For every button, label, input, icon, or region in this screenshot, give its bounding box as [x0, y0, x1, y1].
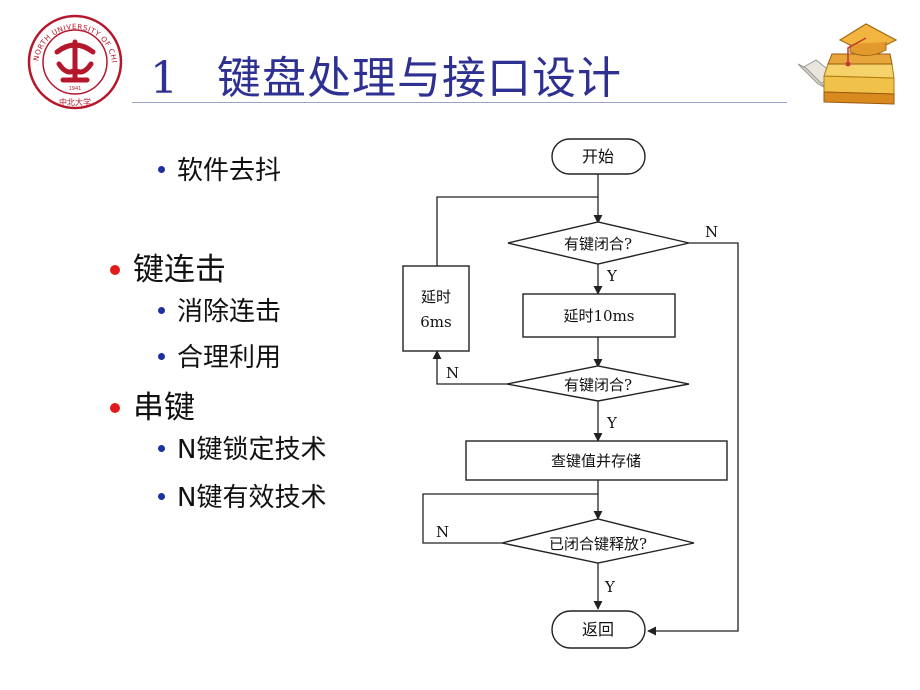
logo-bottom-text: 中北大学 [59, 97, 91, 107]
delay-10ms-label: 延时10ms [563, 307, 634, 325]
decision-key-pressed-1 [507, 221, 690, 265]
lookup-label: 查键值并存储 [551, 452, 641, 470]
keyboard-debounce-flowchart: 开始 有键闭合? 延时10ms 有键闭合? 查键值并存储 已闭合键释放? 返回 … [402, 138, 739, 649]
no-label-3: N [436, 523, 449, 541]
start-label: 开始 [582, 147, 614, 166]
yes-label-3: Y [604, 578, 616, 596]
bullet-dot [158, 353, 165, 360]
bullet-key-rollover: 串键 [110, 382, 195, 427]
delay-10ms-box [522, 293, 676, 338]
lookup-store-box [465, 440, 728, 481]
delay-6ms-line1: 延时 [421, 288, 451, 306]
yes-label-2: Y [606, 414, 618, 432]
bullet-n-key-rollover: N键有效技术 [158, 477, 326, 514]
bullet-dot [158, 307, 165, 314]
decision2-label: 有键闭合? [564, 376, 632, 394]
yes-label-1: Y [606, 267, 618, 285]
university-logo: NORTH UNIVERSITY OF CHINA 1941 中北大学 [27, 14, 123, 110]
no-label-2: N [446, 364, 459, 382]
slide-title: 1 键盘处理与接口设计 [150, 42, 622, 106]
bullet-dot [158, 493, 165, 500]
bullet-software-debounce: 软件去抖 [158, 150, 281, 187]
decision-key-pressed-2 [506, 365, 690, 402]
bullet-reasonable-use: 合理利用 [158, 337, 281, 374]
bullet-n-key-lockout: N键锁定技术 [158, 429, 326, 466]
delay-6ms-box [402, 265, 470, 352]
bullet-dot [110, 402, 120, 413]
bullet-dot [158, 445, 165, 452]
title-underline [132, 102, 787, 103]
title-number: 1 [150, 53, 179, 104]
end-terminator [551, 610, 646, 649]
end-label: 返回 [582, 620, 614, 639]
decision3-label: 已闭合键释放? [549, 535, 647, 553]
bullet-dot [158, 166, 165, 173]
no-label-1: N [705, 223, 718, 241]
bullet-eliminate-repeat: 消除连击 [158, 291, 281, 328]
bullet-dot [110, 264, 120, 275]
logo-year: 1941 [69, 86, 82, 92]
start-terminator [551, 138, 646, 175]
graduation-cap-books-icon [797, 23, 898, 105]
decision1-label: 有键闭合? [564, 235, 632, 253]
logo-emblem [54, 39, 96, 83]
delay-6ms-line2: 6ms [420, 313, 451, 331]
bullet-key-repeat: 键连击 [110, 244, 226, 289]
title-text: 键盘处理与接口设计 [217, 53, 622, 104]
decision-key-released [501, 518, 695, 564]
